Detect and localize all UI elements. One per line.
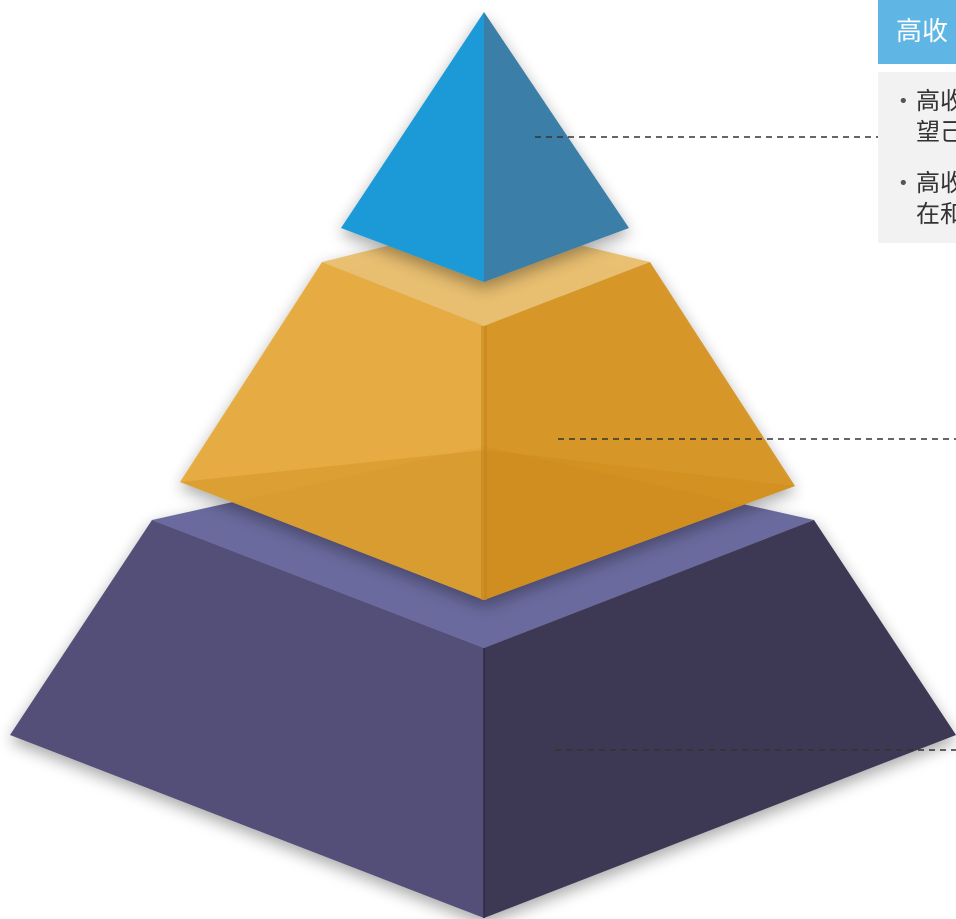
callout-bullet-2: • 高收 在和 (878, 168, 956, 230)
middle-tier-inner-base (180, 450, 795, 600)
callout-bullet-1: • 高收 望己 (878, 86, 956, 148)
bullet-1-line-2: 望己 (916, 118, 956, 146)
bottom-tier-left-face (10, 520, 484, 918)
bullet-2-line-2: 在和 (916, 200, 956, 228)
callout-body: • 高收 望己 • 高收 在和 (878, 72, 956, 243)
top-tier-right-face (484, 12, 629, 282)
bullet-dot-icon: • (898, 173, 909, 194)
top-tier-left-face (341, 12, 484, 282)
pyramid-top-tier (341, 12, 629, 282)
bullet-2-line-1: 高收 (916, 169, 956, 197)
bullet-1-line-1: 高收 (916, 87, 956, 115)
bullet-dot-icon: • (898, 91, 909, 112)
bottom-tier-right-face (484, 520, 956, 918)
callout-header: 高收 (878, 0, 956, 64)
top-callout: 高收 • 高收 望己 • 高收 在和 (878, 0, 956, 243)
